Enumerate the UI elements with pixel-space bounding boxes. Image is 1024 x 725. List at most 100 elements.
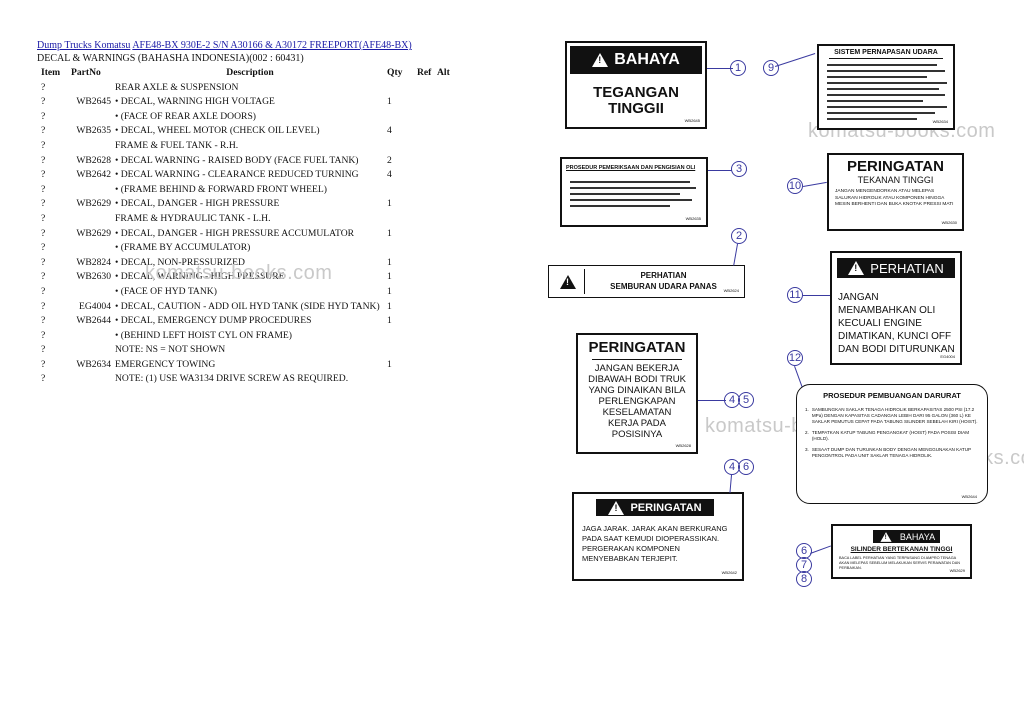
row-ref (417, 241, 437, 256)
row-ref (417, 256, 437, 271)
decal-peringatan-tekanan-tinggi: PERINGATAN TEKANAN TINGGI JANGAN MENGEND… (827, 153, 964, 231)
row-qty (385, 183, 417, 198)
row-item: ? (41, 154, 46, 166)
row-ref (417, 168, 437, 183)
header-qty: Qty (387, 67, 403, 78)
row-ref (417, 300, 437, 315)
callout-number: 5 (738, 392, 754, 408)
warning-triangle-icon (560, 274, 576, 289)
row-alt (437, 314, 457, 329)
row-qty (385, 212, 417, 227)
row-description: FRAME & HYDRAULIC TANK - L.H. (115, 212, 271, 224)
row-description: REAR AXLE & SUSPENSION (115, 81, 239, 93)
row-ref (417, 154, 437, 169)
table-row: ? FRAME & HYDRAULIC TANK - L.H. (37, 212, 457, 227)
row-partno (71, 285, 115, 300)
row-ref (417, 343, 437, 358)
row-alt (437, 358, 457, 373)
row-item: ? (41, 212, 46, 224)
decal-prosedur-pembuangan-darurat: PROSEDUR PEMBUANGAN DARURAT 1.SAMBUNGKAN… (796, 384, 988, 504)
row-partno: EG4004 (79, 300, 111, 312)
decal-header: BAHAYA (570, 46, 702, 74)
table-row: ?WB2642• DECAL WARNING - CLEARANCE REDUC… (37, 168, 457, 183)
breadcrumb-link-model[interactable]: AFE48-BX 930E-2 S/N A30166 & A30172 FREE… (132, 40, 412, 51)
table-row: ? • (BEHIND LEFT HOIST CYL ON FRAME) (37, 329, 457, 344)
row-partno (71, 139, 115, 154)
row-description: • (BEHIND LEFT HOIST CYL ON FRAME) (115, 329, 292, 341)
row-alt (437, 95, 457, 110)
table-row: ?• (FACE OF REAR AXLE DOORS) (37, 110, 457, 125)
row-qty (385, 329, 417, 344)
row-item: ? (41, 183, 46, 195)
row-ref (417, 270, 437, 285)
row-partno: WB2645 (76, 96, 111, 108)
row-item: ? (41, 329, 46, 341)
decal-sistem-pernapasan-udara: SISTEM PERNAPASAN UDARA WB2634 (817, 44, 955, 130)
breadcrumb: Dump Trucks Komatsu AFE48-BX 930E-2 S/N … (37, 40, 412, 51)
row-description: • DECAL, DANGER - HIGH PRESSURE ACCUMULA… (115, 227, 355, 239)
table-row: ?WB2628• DECAL WARNING - RAISED BODY (FA… (37, 154, 457, 169)
decal-bahaya-silinder: BAHAYA SILINDER BERTEKANAN TINGGI BACA L… (831, 524, 972, 579)
row-alt (437, 270, 457, 285)
row-item: ? (41, 315, 46, 327)
row-item: ? (41, 358, 46, 370)
row-description: • DECAL, DANGER - HIGH PRESSURE (115, 198, 280, 210)
warning-triangle-icon (848, 261, 865, 275)
row-item: ? (41, 344, 46, 356)
row-item: ? (41, 300, 46, 312)
row-alt (437, 372, 457, 387)
row-description: • (FACE OF REAR AXLE DOORS) (115, 110, 256, 122)
row-item: ? (41, 271, 46, 283)
row-ref (417, 314, 437, 329)
row-description: • DECAL, WARNING - HIGH PRESSURE (115, 271, 285, 283)
row-qty: 1 (387, 256, 392, 268)
decal-header: BAHAYA (873, 530, 940, 543)
row-alt (437, 139, 457, 154)
row-item: ? (41, 139, 46, 151)
row-item: ? (41, 81, 46, 93)
row-partno (71, 212, 115, 227)
table-row: ? REAR AXLE & SUSPENSION (37, 81, 457, 96)
row-item: ? (41, 125, 46, 137)
row-partno: WB2629 (76, 227, 111, 239)
row-partno: WB2628 (76, 154, 111, 166)
table-row: ?NOTE: NS = NOT SHOWN (37, 343, 457, 358)
callout-number: 2 (731, 228, 747, 244)
row-item: ? (41, 285, 46, 297)
table-row: ?WB2644• DECAL, EMERGENCY DUMP PROCEDURE… (37, 314, 457, 329)
decal-prosedur-pemeriksaan-oli: PROSEDUR PEMERIKSAAN DAN PENGISIAN OLI W… (560, 157, 708, 227)
row-description: NOTE: (1) USE WA3134 DRIVE SCREW AS REQU… (115, 373, 349, 385)
callout-number: 12 (787, 350, 803, 366)
row-ref (417, 329, 437, 344)
breadcrumb-link-category[interactable]: Dump Trucks Komatsu (37, 40, 131, 51)
header-ref: Ref (417, 67, 432, 78)
row-alt (437, 241, 457, 256)
row-alt (437, 124, 457, 139)
row-partno (71, 329, 115, 344)
row-partno: WB2635 (76, 125, 111, 137)
row-description: • DECAL, CAUTION - ADD OIL HYD TANK (SID… (115, 300, 380, 312)
decal-bahaya-tegangan-tinggi: BAHAYA TEGANGAN TINGGII WB2645 (565, 41, 707, 129)
table-row: ?WB2635• DECAL, WHEEL MOTOR (CHECK OIL L… (37, 124, 457, 139)
row-qty: 1 (387, 96, 392, 108)
row-description: • DECAL, EMERGENCY DUMP PROCEDURES (115, 315, 312, 327)
row-ref (417, 372, 437, 387)
row-qty: 4 (387, 125, 392, 137)
row-alt (437, 183, 457, 198)
row-description: • DECAL, WARNING HIGH VOLTAGE (115, 96, 275, 108)
row-qty: 1 (387, 300, 392, 312)
row-alt (437, 343, 457, 358)
callout-number: 11 (787, 287, 803, 303)
row-partno: WB2630 (76, 271, 111, 283)
row-partno (71, 372, 115, 387)
row-partno (71, 241, 115, 256)
row-item: ? (41, 242, 46, 254)
row-item: ? (41, 256, 46, 268)
row-ref (417, 212, 437, 227)
decal-header: PERHATIAN (837, 258, 955, 278)
row-description: EMERGENCY TOWING (115, 358, 216, 370)
callout-number: 10 (787, 178, 803, 194)
decal-perhatian-tambah-oli: PERHATIAN JANGAN MENAMBAHKAN OLI KECUALI… (830, 251, 962, 365)
